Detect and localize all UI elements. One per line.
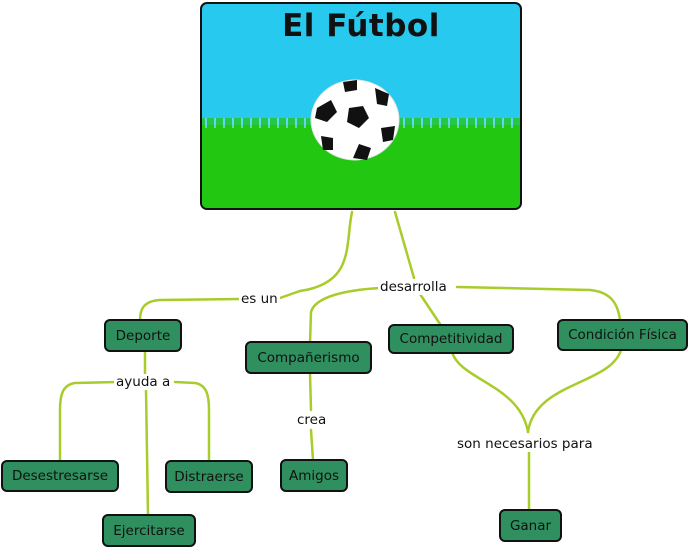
link-ayuda-desestresarse	[58, 380, 120, 462]
link-competitividad-son	[450, 350, 530, 434]
link-crea-amigos	[309, 428, 315, 462]
link-desarrolla-competitividad	[418, 292, 442, 326]
title-card: El Fútbol	[200, 2, 522, 210]
link-title-desarrolla	[393, 210, 416, 280]
link-label-es-un: es un	[239, 291, 280, 307]
node-deporte[interactable]: Deporte	[104, 319, 182, 352]
link-condicion-son	[526, 348, 623, 434]
node-amigos[interactable]: Amigos	[280, 459, 348, 492]
node-desestresarse[interactable]: Desestresarse	[1, 460, 119, 492]
node-ganar[interactable]: Ganar	[499, 509, 562, 542]
link-label-crea: crea	[295, 412, 329, 428]
link-label-son-necesarios-para: son necesarios para	[455, 436, 595, 452]
link-ayuda-distraerse	[173, 380, 211, 462]
link-label-ayuda-a: ayuda a	[114, 374, 173, 390]
link-desarrolla-condicion	[455, 285, 622, 322]
soccer-ball-icon	[310, 79, 400, 161]
map-title: El Fútbol	[282, 8, 440, 44]
link-label-desarrolla: desarrolla	[378, 279, 449, 295]
link-desarrolla-companerismo	[308, 286, 382, 345]
node-competitividad[interactable]: Competitividad	[388, 324, 514, 354]
link-ayuda-ejercitarse	[144, 388, 150, 517]
link-es-un-deporte	[138, 297, 242, 322]
node-ejercitarse[interactable]: Ejercitarse	[102, 514, 196, 547]
node-distraerse[interactable]: Distraerse	[165, 460, 253, 493]
node-companerismo[interactable]: Compañerismo	[245, 341, 372, 374]
link-title-es-un	[278, 210, 354, 300]
node-condicion-fisica[interactable]: Condición Física	[557, 319, 688, 351]
link-companerismo-crea	[308, 371, 313, 412]
